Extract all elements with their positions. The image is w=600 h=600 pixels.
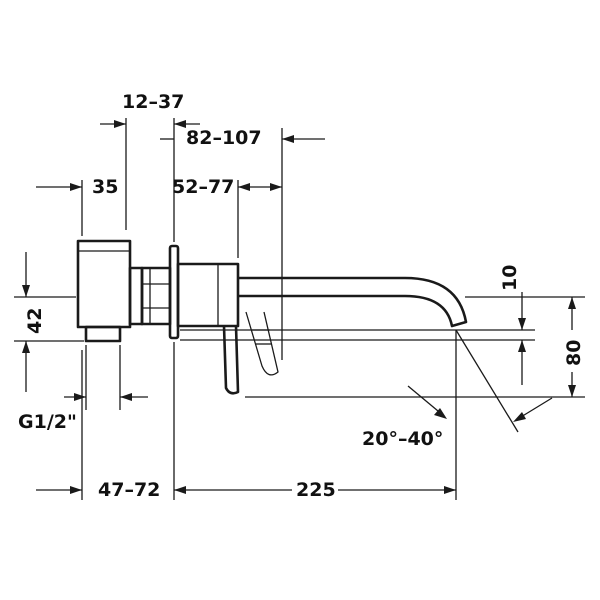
dim-52-77: 52–77 — [172, 176, 234, 198]
wall-body — [76, 239, 132, 329]
dim-12-37: 12–37 — [122, 91, 184, 113]
extension-lines — [14, 118, 585, 500]
faucet-outline — [76, 239, 468, 395]
dim-10: 10 — [499, 265, 521, 291]
lever-handle — [222, 325, 240, 395]
dimension-lines — [22, 120, 576, 494]
dim-47-72: 47–72 — [98, 479, 160, 501]
connection-stub — [84, 325, 122, 343]
dim-82-107: 82–107 — [186, 127, 262, 149]
dim-35: 35 — [92, 176, 118, 198]
dimension-labels: 12–37 82–107 35 52–77 42 10 80 G1/2" 20°… — [18, 91, 585, 501]
lever-motion-indicator — [245, 311, 279, 376]
dim-225: 225 — [296, 479, 336, 501]
spout-collar — [176, 262, 240, 328]
dim-80: 80 — [563, 340, 585, 366]
dim-42: 42 — [24, 308, 46, 334]
dim-angle-20-40: 20°–40° — [362, 428, 443, 450]
dim-g1-2: G1/2" — [18, 411, 77, 433]
spout — [238, 276, 468, 328]
